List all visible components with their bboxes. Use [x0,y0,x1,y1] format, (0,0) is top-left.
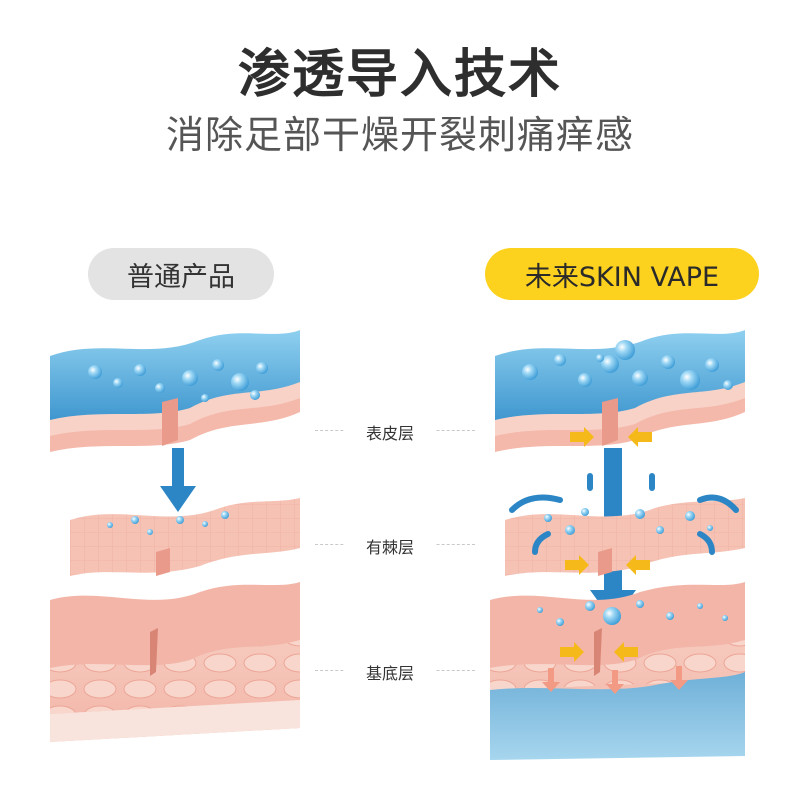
ordinary-product-label: 普通产品 [88,248,274,300]
right-absorption-arrows [542,666,688,694]
right-surface-bubbles [522,340,733,390]
right-squeeze-arrows-mid [565,555,650,575]
right-spinous-slab [505,498,745,576]
skin-vape-product-label: 未来SKIN VAPE [485,248,759,300]
left-down-arrow [160,448,196,512]
left-epidermis-slab [50,330,300,452]
left-spinous-bubbles [107,511,229,535]
right-spinous-bubbles [544,508,713,535]
right-squeeze-arrows-top [570,427,652,447]
left-surface-bubbles [88,359,268,402]
right-diffusion-arrows [509,473,739,555]
left-spinous-slab [70,498,300,576]
page-title: 渗透导入技术 [237,45,562,105]
epidermis-label: 表皮层 [345,420,435,444]
spinous-label: 有棘层 [345,534,435,558]
page-subtitle: 消除足部干燥开裂刺痛痒感 [165,113,634,157]
left-basal-block [50,582,300,742]
right-basal-bubbles [537,600,728,626]
right-squeeze-arrows-basal [560,642,638,662]
basal-label: 基底层 [345,660,435,684]
